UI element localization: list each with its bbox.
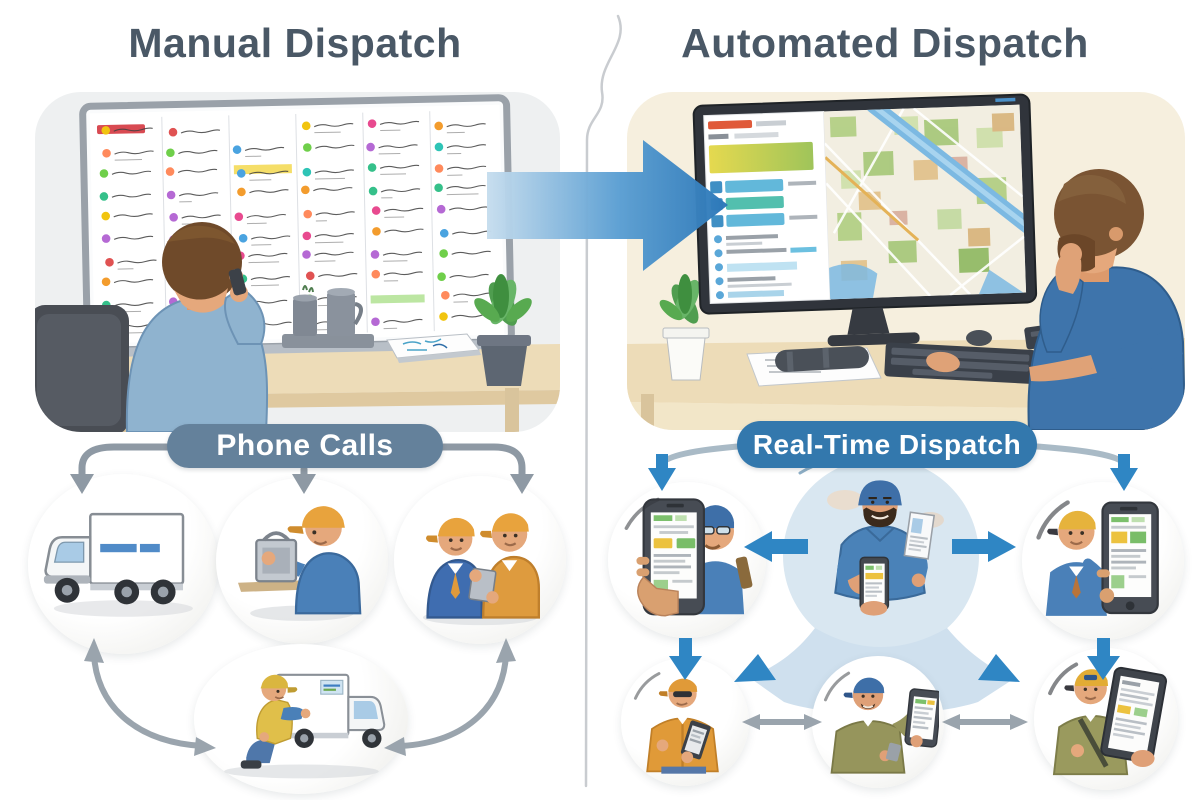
cup-tray: [282, 285, 374, 348]
operator-at-computer: [926, 169, 1185, 430]
worker-with-phone-app-node: [608, 482, 766, 638]
job-list-sidebar: [703, 110, 831, 305]
phone-calls-text: Phone Calls: [216, 429, 394, 462]
dispatch-monitor: [692, 93, 1038, 347]
realtime-dispatch-text: Real-Time Dispatch: [752, 428, 1022, 460]
worker-green-with-phone-node: [812, 656, 944, 788]
worker-with-tablet-node: [1034, 648, 1178, 790]
worker-orange-with-device-icon: [634, 672, 719, 774]
dispatcher-with-devices-icon: [834, 480, 936, 616]
two-field-workers-node: [394, 476, 566, 644]
notebook: [746, 346, 882, 387]
delivery-truck-icon: [43, 513, 193, 617]
technician-at-truck-node: [194, 644, 408, 794]
notebook: [386, 333, 481, 363]
delivery-truck-node: [28, 474, 218, 654]
dispatcher-with-devices-node: [802, 468, 958, 680]
worker-with-tablet-icon: [1047, 662, 1167, 775]
technician-with-equipment-node: [216, 478, 388, 644]
manual-title: Manual Dispatch: [128, 20, 462, 66]
mouse: [966, 330, 992, 346]
dispatcher-on-phone: [35, 222, 269, 432]
technician-at-truck-icon: [223, 673, 385, 779]
automated-title: Automated Dispatch: [681, 20, 1089, 66]
potted-plant: [659, 274, 710, 381]
potted-plant: [474, 274, 532, 386]
two-field-workers-icon: [422, 512, 540, 625]
automated-panel: [627, 92, 1185, 430]
worker-receiving-dispatch-node: [1022, 482, 1184, 640]
keyboard: [884, 342, 1036, 384]
worker-receiving-dispatch-icon: [1036, 500, 1160, 617]
manual-panel: [35, 92, 560, 432]
worker-orange-with-device-node: [621, 658, 749, 786]
manual-scene: [35, 94, 560, 432]
realtime-dispatch-label: Real-Time Dispatch: [737, 421, 1037, 468]
technician-with-equipment-icon: [237, 505, 362, 621]
automated-scene: [627, 93, 1185, 430]
worker-with-phone-app-icon: [624, 497, 753, 617]
live-map: [823, 104, 1027, 300]
phone-calls-label: Phone Calls: [167, 424, 443, 468]
worker-green-with-phone-icon: [824, 671, 939, 774]
